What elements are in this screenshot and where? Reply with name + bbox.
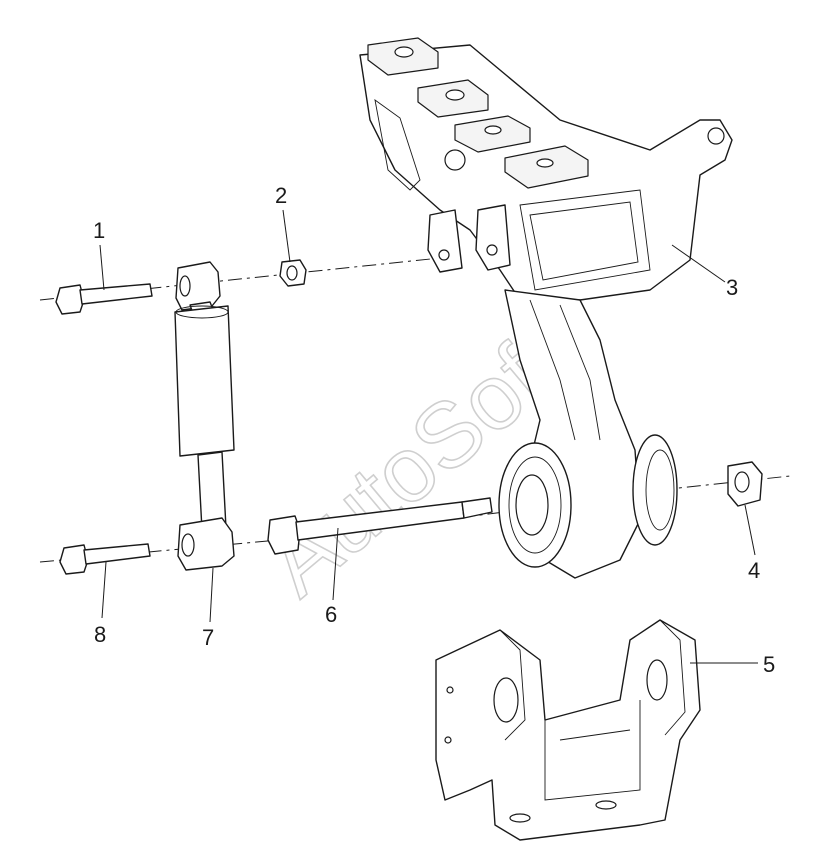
part-1-upper-bolt bbox=[55, 283, 153, 315]
part-8-lower-bolt bbox=[59, 543, 151, 575]
part-5-mount-bracket bbox=[435, 619, 701, 841]
callout-1: 1 bbox=[93, 218, 105, 243]
callout-4: 4 bbox=[748, 558, 760, 583]
callout-labels: 1 2 3 4 5 6 7 8 bbox=[93, 183, 775, 677]
callout-3: 3 bbox=[726, 275, 738, 300]
callout-2: 2 bbox=[275, 183, 287, 208]
callout-5: 5 bbox=[763, 652, 775, 677]
part-2-upper-nut bbox=[279, 259, 307, 287]
leader-lines bbox=[99, 209, 758, 664]
callout-8: 8 bbox=[94, 622, 106, 647]
part-3-bracket-arm bbox=[359, 37, 733, 579]
shock-absorber bbox=[174, 261, 235, 531]
part-4-lower-nut bbox=[727, 461, 763, 507]
callout-7: 7 bbox=[202, 625, 214, 650]
part-7-lower-eye bbox=[177, 517, 235, 571]
callout-6: 6 bbox=[325, 602, 337, 627]
